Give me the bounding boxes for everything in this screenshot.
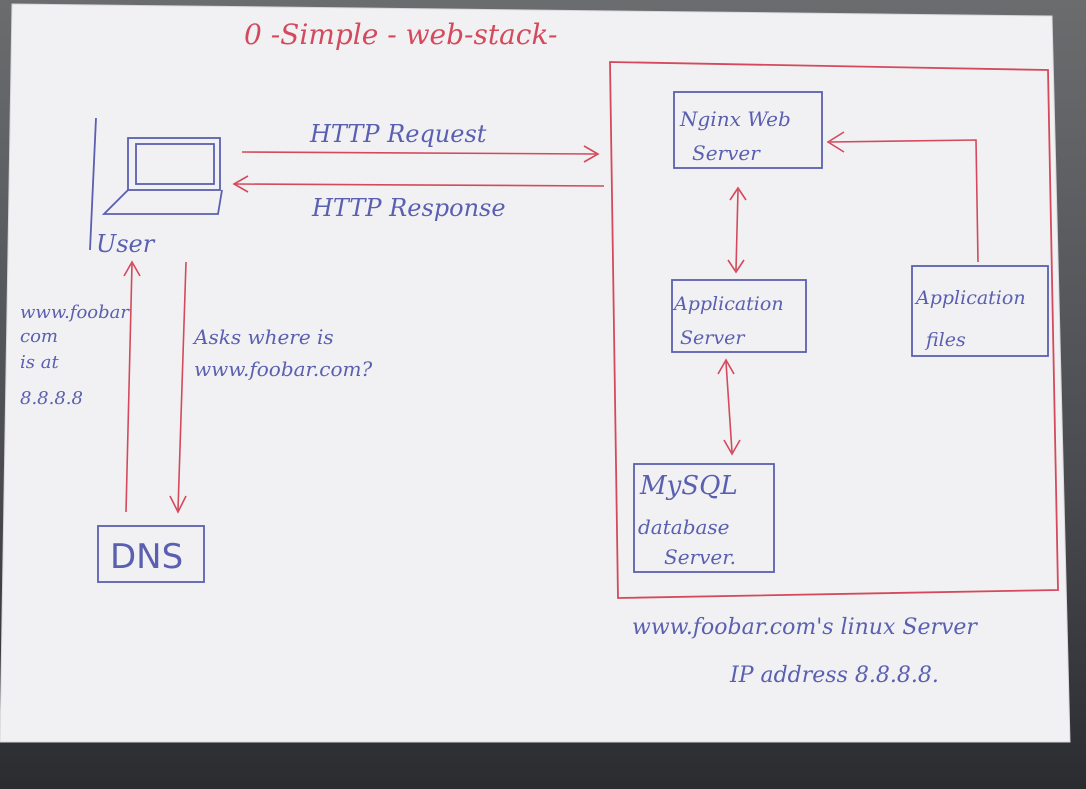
app-server-box [671,279,807,353]
mysql-label: MySQL database Server. [638,471,744,569]
app-files-line: files [924,329,966,351]
http-response-label: HTTP Response [311,194,506,222]
nginx-line: Nginx Web [679,107,791,131]
nginx-appserver-arrow [727,186,747,274]
caption-line: www.foobar.com's linux Server [632,615,978,640]
paper-sheet [0,3,1071,743]
dns-question-line: www.foobar.com? [194,357,372,381]
app-files-box [911,265,1049,357]
mysql-box [633,463,775,573]
mysql-line: Server. [664,545,736,569]
mysql-line: database [638,515,730,539]
http-request-arrow [241,145,600,163]
app-server-label: Application Server [672,293,790,349]
files-nginx-arrow [826,131,979,263]
dns-question-text: Asks where is www.foobar.com? [192,325,372,381]
nginx-box [673,91,823,169]
http-response-arrow [232,175,605,193]
dns-answer-arrow [123,260,141,513]
app-server-line: Server [680,327,746,349]
dns-answer-text: www.foobar com is at 8.8.8.8 [20,302,135,409]
dns-answer-line: 8.8.8.8 [20,388,83,409]
appserver-mysql-arrow [717,358,741,456]
nginx-label: Nginx Web Server [679,107,797,165]
dns-box [97,525,205,583]
http-request-label: HTTP Request [309,120,487,148]
app-server-line: Application [672,293,784,315]
dns-answer-line: www.foobar [20,302,130,323]
dns-query-arrow [169,261,187,514]
dns-answer-line: com [20,326,58,347]
user-label: User [96,230,156,258]
app-files-label: Application files [914,287,1032,351]
diagram-title: 0 -Simple - web-stack- [244,18,557,51]
server-caption: www.foobar.com's linux Server IP address… [632,615,984,688]
laptop-icon [89,117,223,251]
dns-answer-line: is at [20,352,59,373]
caption-line: IP address 8.8.8.8. [729,663,939,688]
mysql-line: MySQL [639,471,738,501]
app-files-line: Application [914,287,1026,309]
nginx-line: Server [692,141,761,165]
dns-label: DNS [110,537,183,577]
server-boundary-box [609,61,1059,599]
dns-question-line: Asks where is [192,325,334,349]
